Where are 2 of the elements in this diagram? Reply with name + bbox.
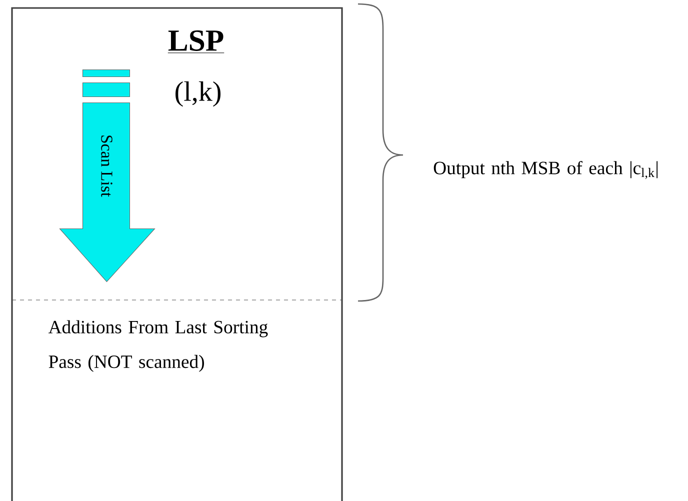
brace-label: Output nth MSB of each |c$_{l,k}$| [434, 160, 658, 180]
additions-section: Additions From Last Sorting Pass (NOT scanned) [11, 300, 343, 501]
